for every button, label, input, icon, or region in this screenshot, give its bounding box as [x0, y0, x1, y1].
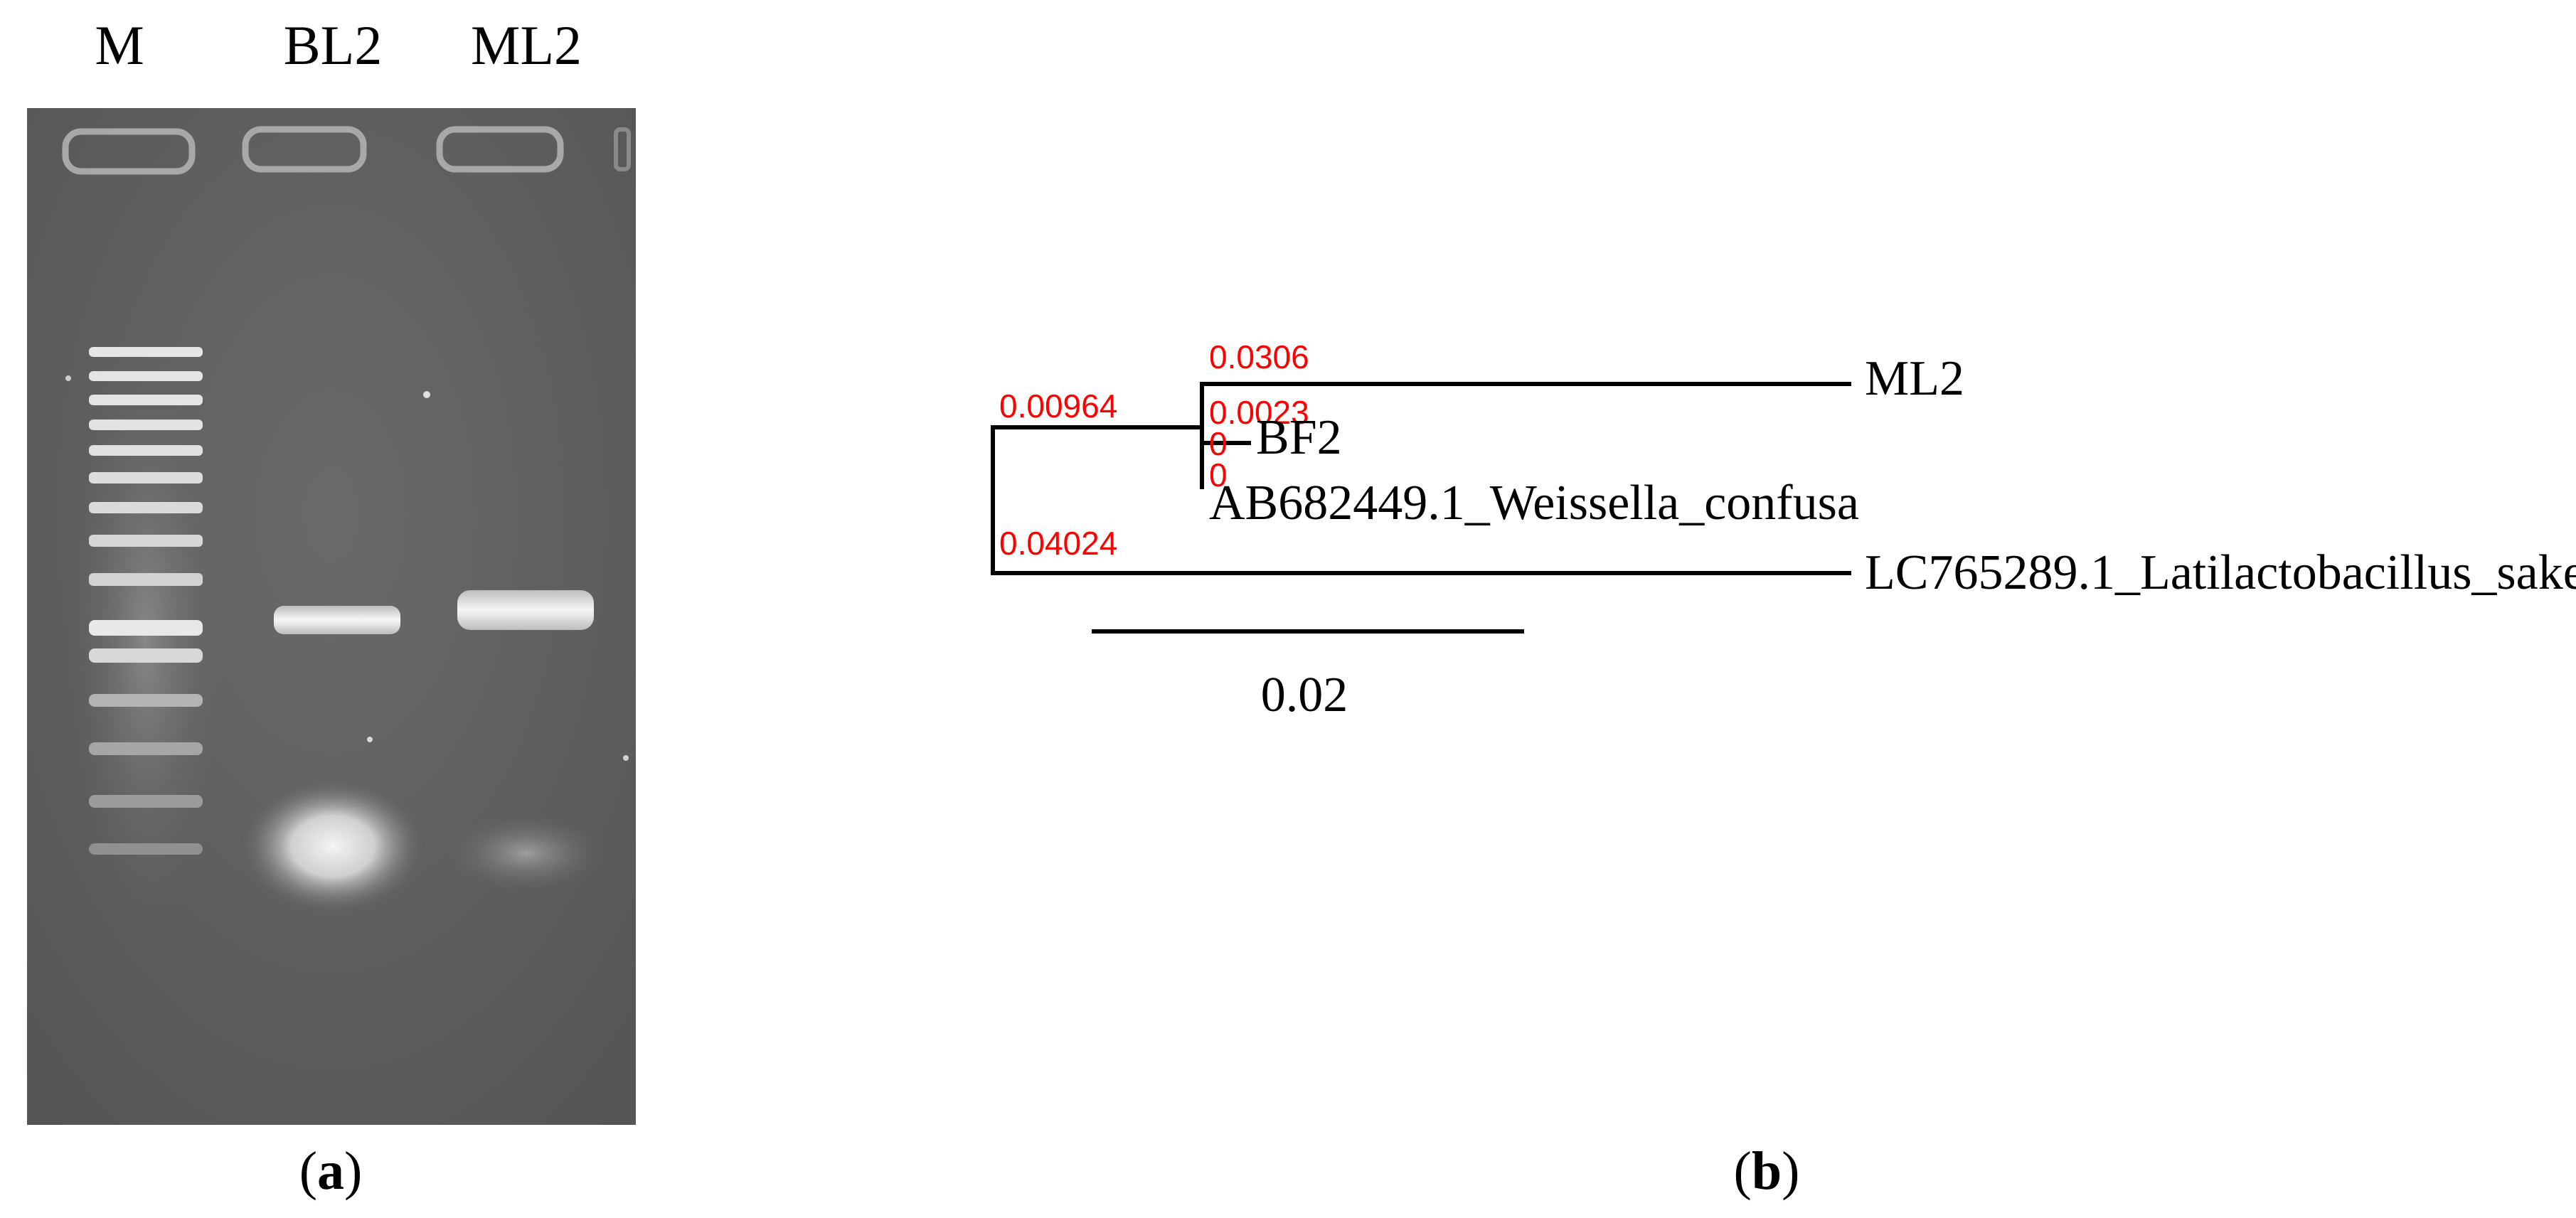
lane-label-bl2: BL2: [284, 14, 383, 76]
panel-a: M BL2 ML2: [27, 14, 636, 1201]
branch-length-bf2: 0.0023: [1209, 394, 1309, 431]
well-edge: [614, 127, 631, 171]
ml2-primer-dimer: [448, 814, 605, 892]
caption-a-letter: a: [317, 1141, 344, 1201]
branch-length-ml2: 0.0306: [1209, 338, 1309, 375]
lane-label-ml2: ML2: [471, 14, 582, 76]
branch-length-weissella-b: 0: [1209, 456, 1228, 493]
ladder-band: [89, 648, 203, 663]
branch-length-weissella-a: 0: [1209, 425, 1228, 462]
ladder-band: [89, 472, 203, 484]
gel-image: [27, 108, 636, 1125]
tip-label-weissella: AB682449.1_Weissella_confusa: [1209, 476, 1859, 530]
ladder-glow: [68, 341, 224, 939]
ladder-band: [89, 694, 203, 707]
caption-b-letter: b: [1752, 1141, 1782, 1201]
caption-a: (a): [299, 1141, 363, 1201]
ladder-band: [89, 371, 203, 381]
svg-text:(b): (b): [1734, 1141, 1800, 1201]
tip-label-latilactobacillus: LC765289.1_Latilactobacillus_sakei: [1865, 545, 2576, 600]
ladder-band: [89, 395, 203, 405]
ladder-band: [89, 502, 203, 513]
svg-text:(a): (a): [299, 1141, 363, 1201]
bl2-pcr-band: [274, 606, 400, 634]
ladder-band: [89, 843, 203, 855]
ladder-band: [89, 795, 203, 808]
ladder-band: [89, 445, 203, 456]
ladder-band: [89, 535, 203, 547]
well-ml2: [436, 126, 564, 173]
ladder-bands: [68, 341, 224, 939]
gel-speck: [367, 737, 373, 742]
phylogenetic-tree: [991, 382, 1851, 575]
caption-b-close: ): [1782, 1141, 1799, 1201]
gel-speck: [65, 375, 71, 381]
tip-label-ml2: ML2: [1865, 351, 1964, 406]
ladder-band: [89, 420, 203, 430]
gel-speck: [623, 755, 629, 761]
ladder-band: [89, 573, 203, 586]
bl2-primer-dimer: [240, 779, 425, 914]
ladder-band: [89, 347, 203, 357]
well-bl2: [242, 126, 367, 173]
scale-bar-label: 0.02: [1261, 668, 1348, 722]
gel-speck: [423, 391, 430, 398]
ml2-pcr-band: [457, 590, 594, 630]
well-marker: [62, 128, 196, 175]
caption-b-open: (: [1734, 1141, 1752, 1201]
tip-label-bf2: BF2: [1256, 410, 1342, 465]
caption-a-open: (: [299, 1141, 317, 1201]
caption-a-close: ): [344, 1141, 362, 1201]
ladder-band: [89, 742, 203, 755]
panel-b: 0.00964 0.0306 0.0023 0 0 0.04024 ML2 BF…: [991, 338, 2576, 1201]
ladder-band: [89, 620, 203, 636]
caption-b: (b): [1734, 1141, 1800, 1201]
lane-label-marker: M: [95, 14, 144, 76]
branch-length-inner-clade: 0.00964: [999, 388, 1117, 424]
branch-length-latilactobacillus: 0.04024: [999, 525, 1117, 562]
